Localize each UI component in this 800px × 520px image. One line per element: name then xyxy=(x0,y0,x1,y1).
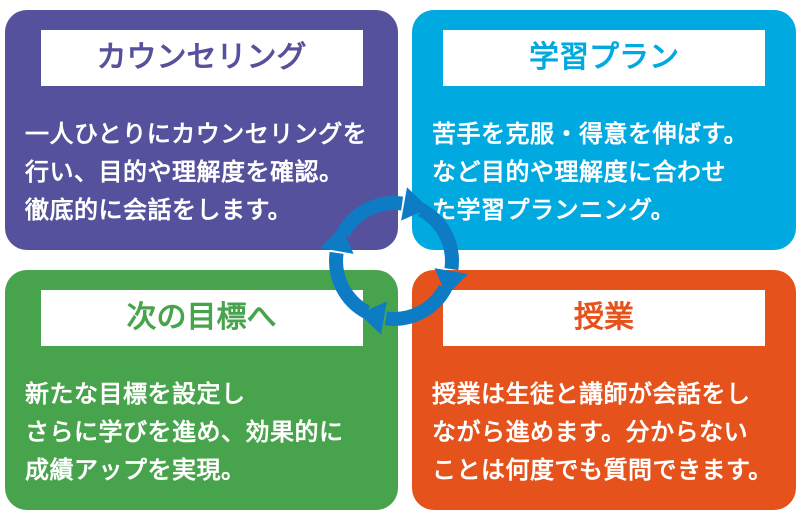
card-lesson-body: 授業は生徒と講師が会話をし ながら進めます。分からない ことは何度でも質問できま… xyxy=(432,381,773,484)
card-learning-plan-body: 苦手を克服・得意を伸ばす。 など目的や理解度に合わせ た学習プランニング。 xyxy=(432,121,749,224)
card-next-goal-title: 次の目標へ xyxy=(40,290,363,346)
card-counseling: カウンセリング 一人ひとりにカウンセリングを 行い、目的や理解度を確認。 徹底的… xyxy=(5,10,398,250)
card-lesson-title: 授業 xyxy=(443,290,765,346)
card-learning-plan-title: 学習プラン xyxy=(443,30,765,86)
card-next-goal-body: 新たな目標を設定し さらに学びを進め、効果的に 成績アップを実現。 xyxy=(25,381,344,484)
card-counseling-body: 一人ひとりにカウンセリングを 行い、目的や理解度を確認。 徹底的に会話をします。 xyxy=(25,121,368,224)
card-next-goal: 次の目標へ 新たな目標を設定し さらに学びを進め、効果的に 成績アップを実現。 xyxy=(5,270,398,510)
card-learning-plan: 学習プラン 苦手を克服・得意を伸ばす。 など目的や理解度に合わせ た学習プランニ… xyxy=(412,10,796,250)
card-lesson: 授業 授業は生徒と講師が会話をし ながら進めます。分からない ことは何度でも質問… xyxy=(412,270,796,510)
card-counseling-title: カウンセリング xyxy=(40,30,363,86)
